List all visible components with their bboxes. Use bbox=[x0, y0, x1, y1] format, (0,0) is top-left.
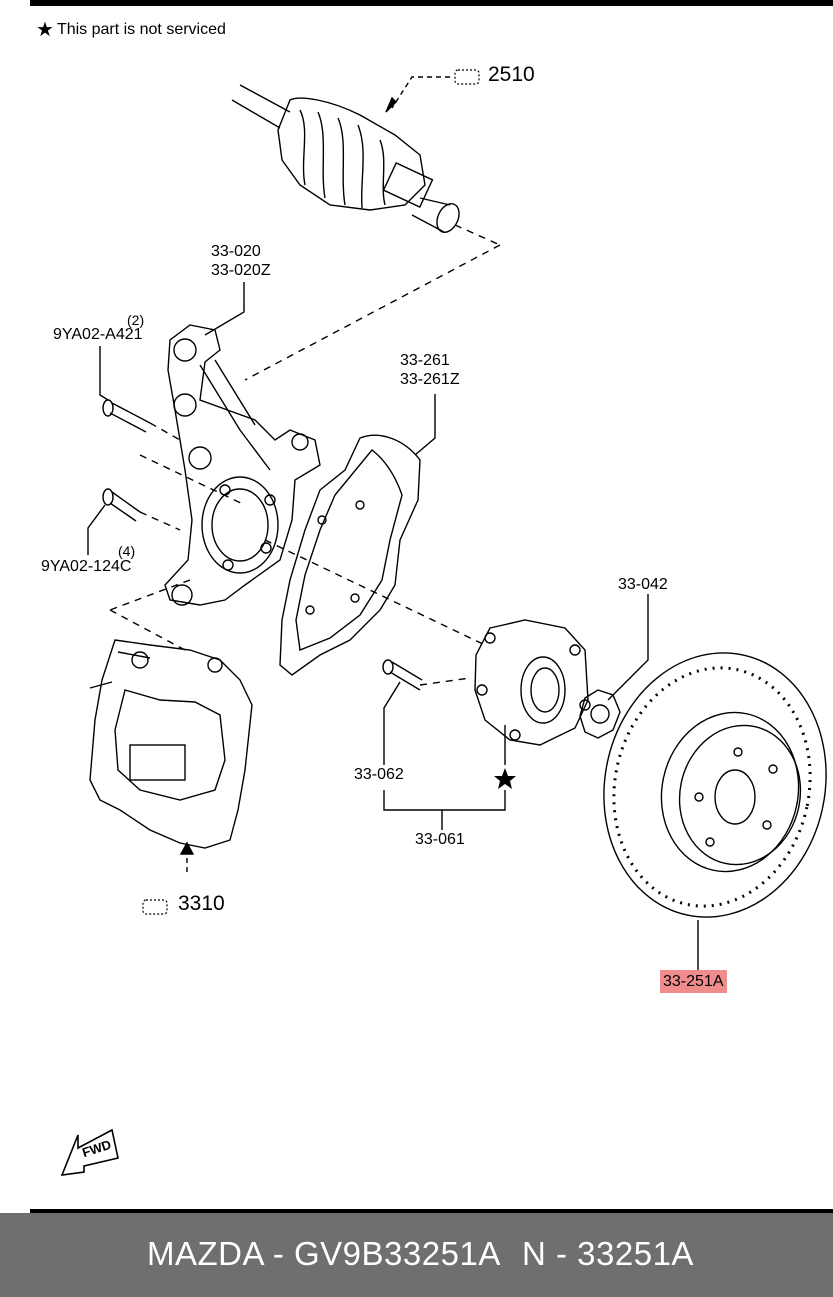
bolt-upper-part: 9YA02-A421 bbox=[53, 326, 143, 343]
ref-caliper[interactable]: 3310 bbox=[178, 892, 225, 915]
fwd-arrow-icon bbox=[60, 1128, 119, 1176]
star-icon bbox=[494, 768, 516, 789]
knuckle-label-2: 33-020Z bbox=[211, 262, 271, 279]
bolt-lower-part: 9YA02-124C bbox=[41, 558, 132, 575]
assembly-lines bbox=[109, 224, 501, 686]
brake-disc-label[interactable]: 33-251A bbox=[660, 970, 727, 993]
knuckle-label-1: 33-020 bbox=[211, 243, 261, 260]
reference-icon bbox=[142, 69, 480, 915]
hub-nut-label: 33-042 bbox=[618, 576, 668, 593]
service-note: ★ This part is not serviced bbox=[36, 20, 226, 40]
leader-lines bbox=[87, 282, 699, 970]
hub-nut-drawing bbox=[579, 689, 621, 739]
hub-bolt-label: 33-062 bbox=[354, 766, 404, 783]
footer-part-number: MAZDA - GV9B33251A bbox=[147, 1235, 501, 1272]
bottom-border bbox=[30, 1209, 833, 1213]
bolt-lower-qty: (4) bbox=[118, 543, 136, 559]
hub-bearing-drawing bbox=[474, 619, 591, 746]
hub-assembly-label: 33-061 bbox=[415, 831, 465, 848]
knuckle-bolts bbox=[102, 399, 151, 522]
top-border bbox=[30, 0, 833, 6]
caliper-drawing bbox=[89, 639, 253, 872]
footer-bar: MAZDA - GV9B33251A N - 33251A bbox=[0, 1213, 833, 1297]
footer-short-number: N - 33251A bbox=[522, 1235, 694, 1272]
brake-disc-drawing bbox=[603, 652, 827, 918]
service-note-text: This part is not serviced bbox=[56, 21, 226, 38]
star-icon: ★ bbox=[36, 19, 54, 41]
bolt-upper-qty: (2) bbox=[127, 312, 145, 328]
knuckle-drawing bbox=[164, 324, 321, 606]
ref-driveshaft[interactable]: 2510 bbox=[488, 63, 535, 86]
dust-cover-label-2: 33-261Z bbox=[400, 371, 460, 388]
driveshaft-drawing bbox=[231, 76, 460, 233]
dust-cover-drawing bbox=[279, 434, 421, 676]
exploded-diagram bbox=[60, 69, 827, 1176]
hub-bolt-drawing bbox=[382, 659, 423, 691]
dust-cover-label-1: 33-261 bbox=[400, 352, 450, 369]
